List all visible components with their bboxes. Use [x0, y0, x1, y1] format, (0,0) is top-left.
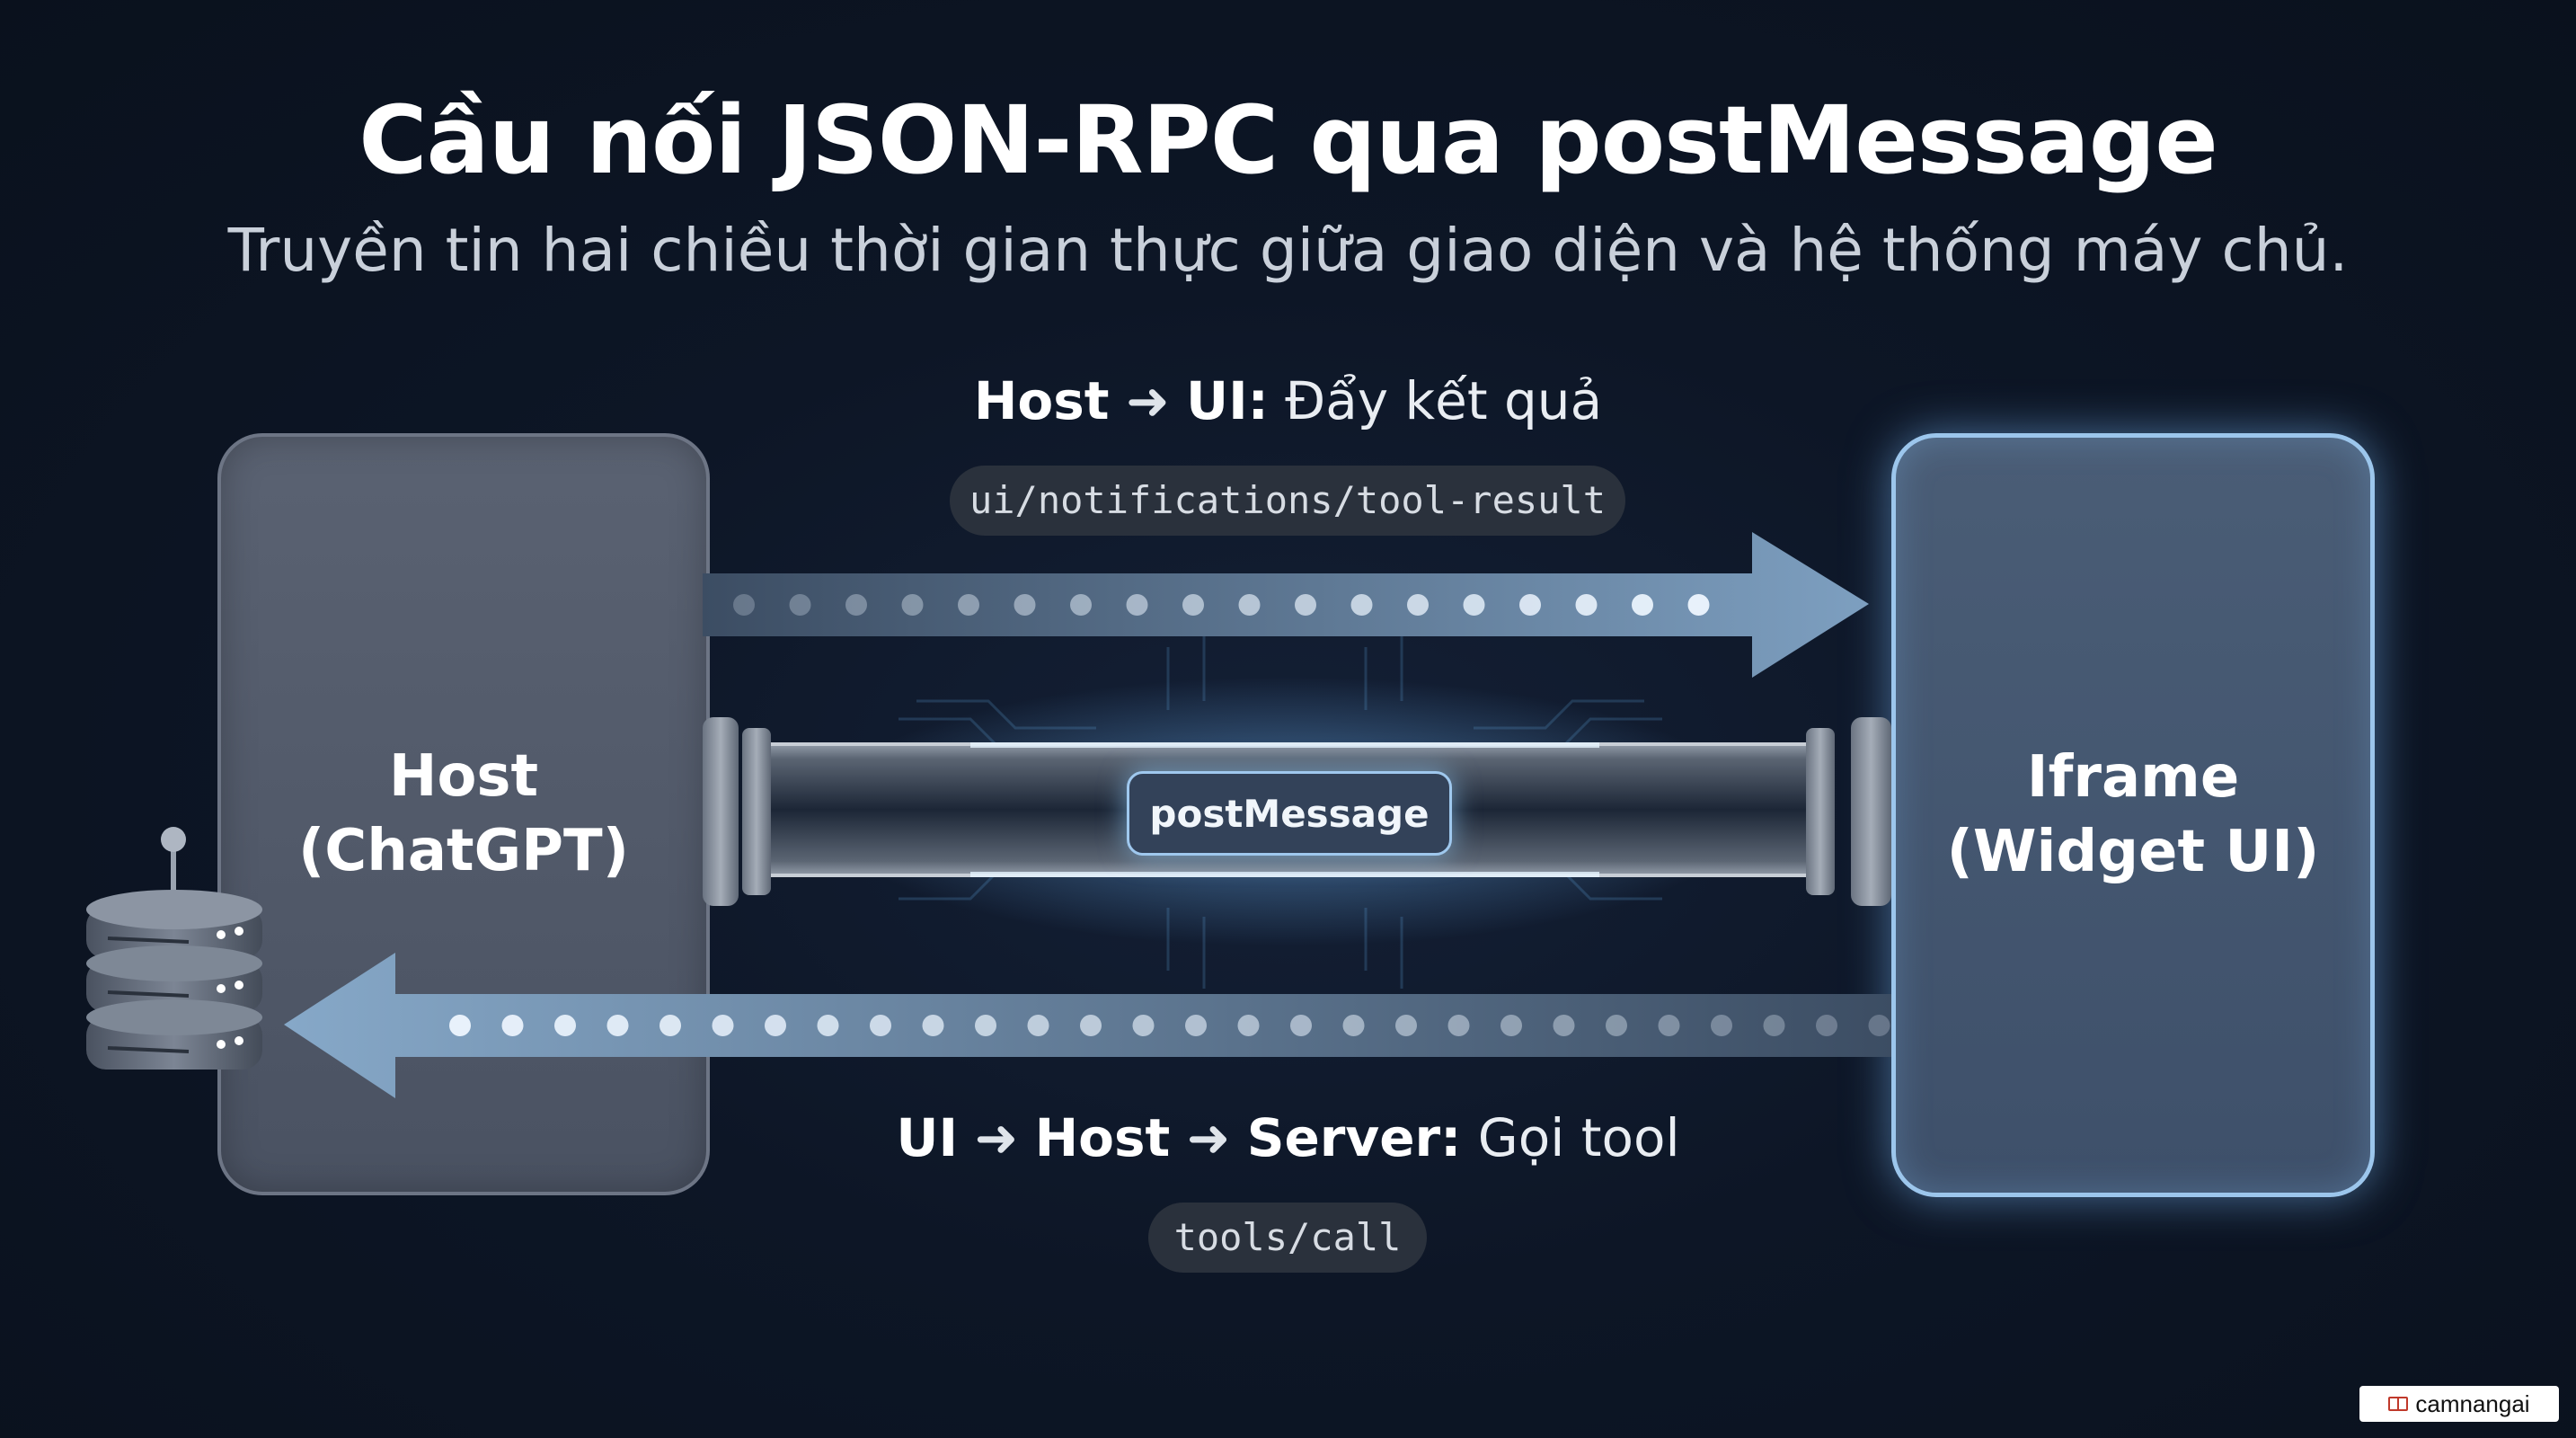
watermark-text: camnangai — [2415, 1390, 2530, 1417]
flow-dot — [1463, 594, 1485, 616]
host-box-subtitle: (ChatGPT) — [298, 818, 629, 884]
postmessage-label: postMessage — [1127, 771, 1452, 856]
flow-dot — [1553, 1015, 1575, 1036]
flow-dot — [1182, 594, 1204, 616]
top-flow-action: Đẩy kết quả — [1285, 370, 1603, 431]
flow-dot — [1447, 1015, 1470, 1036]
flow-dot — [1711, 1015, 1732, 1036]
flow-dot — [1395, 1015, 1417, 1036]
flow-dot — [1407, 594, 1429, 616]
flow-dot — [659, 1015, 681, 1036]
flow-dot — [712, 1015, 734, 1036]
top-flow-label: Host ➜ UI: Đẩy kết quả — [0, 370, 2576, 431]
flow-dot — [922, 1015, 944, 1036]
flow-dot — [449, 1015, 471, 1036]
flow-dot — [765, 1015, 786, 1036]
watermark: camnangai — [2359, 1386, 2559, 1422]
flow-dot — [1290, 1015, 1312, 1036]
iframe-box-title: Iframe — [2026, 743, 2240, 811]
flow-dot — [1816, 1015, 1837, 1036]
bottom-flow-arrow-icon-2: ➜ — [1186, 1107, 1231, 1168]
host-box-title: Host — [388, 742, 539, 810]
flow-dot — [1500, 1015, 1522, 1036]
flow-dot — [1132, 1015, 1155, 1036]
flow-dot — [1126, 594, 1148, 616]
flow-dot — [901, 594, 924, 616]
iframe-box-subtitle: (Widget UI) — [1946, 819, 2320, 885]
flow-dot — [1658, 1015, 1680, 1036]
flow-dot — [554, 1015, 576, 1036]
iframe-box: Iframe (Widget UI) — [1891, 433, 2375, 1197]
flow-dot — [1687, 594, 1710, 616]
flow-dot — [1238, 594, 1261, 616]
page-subtitle: Truyền tin hai chiều thời gian thực giữa… — [227, 216, 2349, 285]
flow-dot — [1070, 594, 1092, 616]
book-icon — [2388, 1397, 2409, 1411]
flow-dot — [1575, 594, 1598, 616]
flow-dot — [1632, 594, 1653, 616]
flow-dot — [1606, 1015, 1627, 1036]
flow-dot — [1237, 1015, 1260, 1036]
host-box: Host (ChatGPT) — [217, 433, 710, 1195]
flow-dot — [1350, 594, 1373, 616]
flow-dot — [1342, 1015, 1365, 1036]
bottom-arrow-dots — [449, 1015, 1890, 1036]
bottom-flow-action: Gọi tool — [1477, 1107, 1680, 1168]
flow-dot — [1027, 1015, 1049, 1036]
top-flow-to: UI: — [1185, 370, 1269, 431]
flow-dot — [1763, 1015, 1785, 1036]
bottom-flow-to: Server: — [1246, 1107, 1462, 1168]
flow-dot — [1519, 594, 1541, 616]
flow-dot — [501, 1015, 524, 1036]
top-flow-from: Host — [973, 370, 1110, 431]
bottom-flow-arrow-icon-1: ➜ — [974, 1107, 1019, 1168]
flow-dot — [958, 594, 979, 616]
flow-dot — [606, 1015, 629, 1036]
bottom-flow-label: UI ➜ Host ➜ Server: Gọi tool — [0, 1107, 2576, 1168]
flow-dot — [1185, 1015, 1207, 1036]
flow-dot — [1080, 1015, 1102, 1036]
bottom-flow-from: UI — [896, 1107, 959, 1168]
flow-dot — [845, 594, 867, 616]
flow-dot — [1014, 594, 1036, 616]
flow-dot — [789, 594, 811, 616]
page-title: Cầu nối JSON-RPC qua postMessage — [359, 85, 2218, 195]
flow-dot — [1295, 594, 1316, 616]
flow-dot — [817, 1015, 839, 1036]
bottom-flow-via: Host — [1034, 1107, 1171, 1168]
top-flow-arrow-icon: ➜ — [1125, 370, 1170, 431]
arrow-right-icon — [703, 532, 1869, 678]
top-arrow-dots — [733, 594, 1710, 616]
top-flow-method-pill: ui/notifications/tool-result — [950, 466, 1625, 536]
flow-dot — [1868, 1015, 1890, 1036]
flow-dot — [733, 594, 755, 616]
flow-dot — [870, 1015, 891, 1036]
bottom-flow-method-pill: tools/call — [1148, 1203, 1427, 1273]
flow-dot — [975, 1015, 996, 1036]
server-database-icon — [86, 827, 262, 1070]
